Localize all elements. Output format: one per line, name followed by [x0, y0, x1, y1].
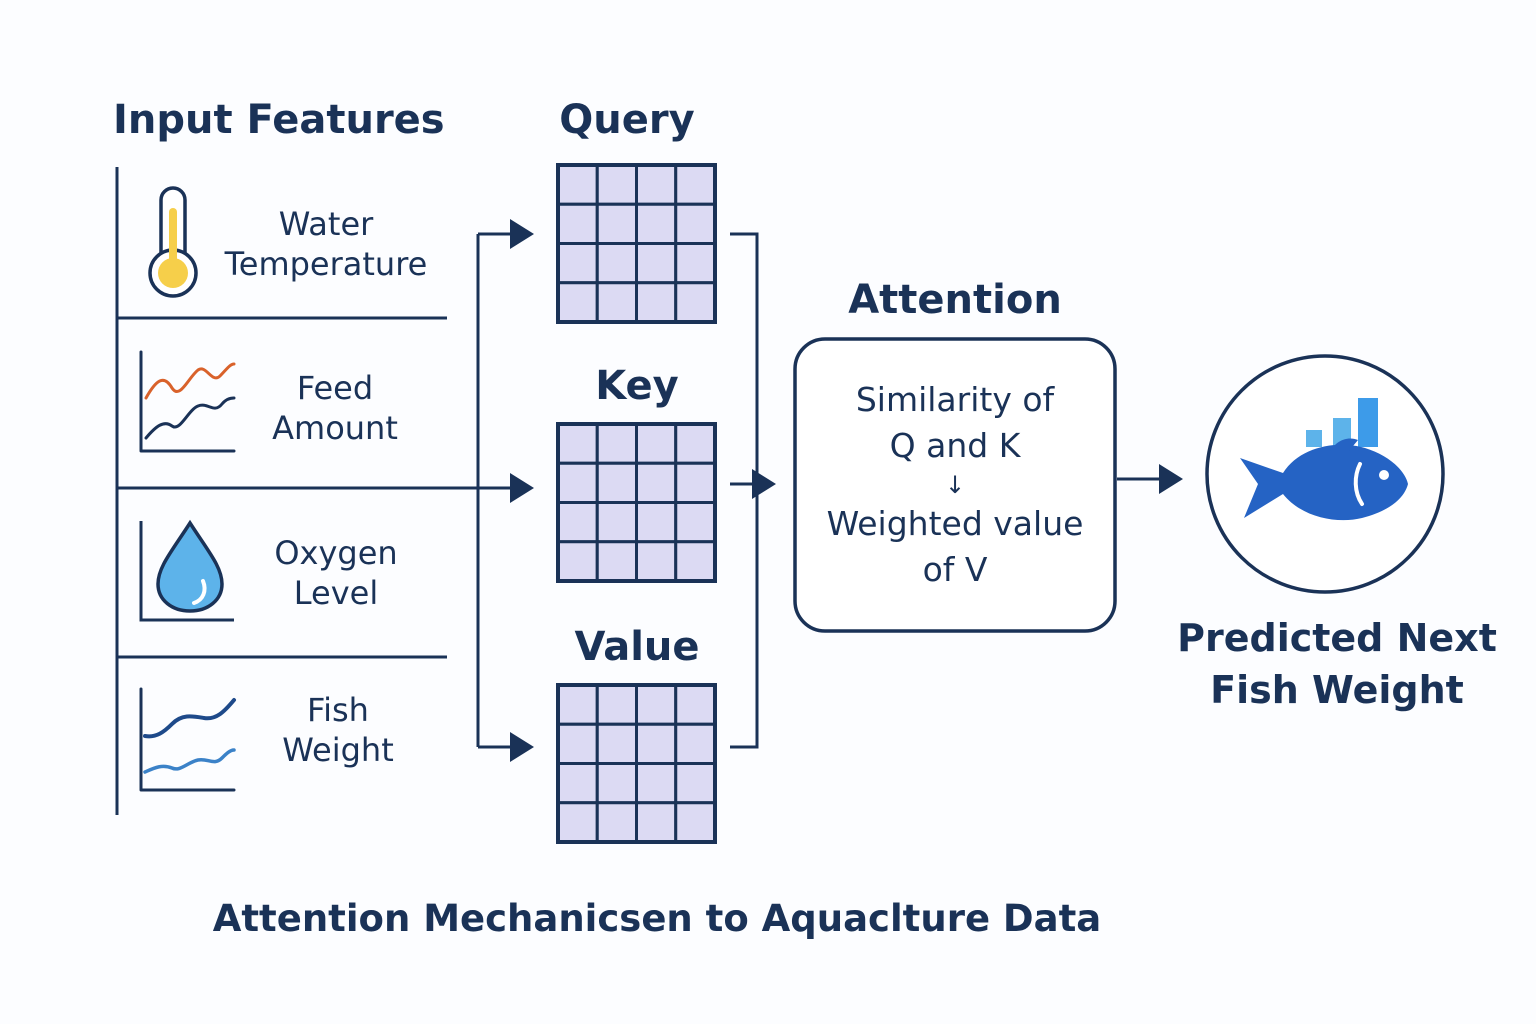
matrix-cell — [674, 801, 717, 844]
matrix-cell — [635, 163, 678, 206]
feature-label-line: Temperature — [224, 245, 428, 283]
merge-bracket — [730, 232, 759, 749]
matrix-cell — [556, 281, 599, 324]
line-chart-icon — [139, 350, 236, 453]
matrix-cell — [556, 501, 599, 544]
query-matrix — [556, 163, 717, 324]
matrix-cell — [635, 461, 678, 504]
matrix-cell — [635, 683, 678, 726]
matrix-cell — [674, 762, 717, 805]
matrix-cell — [556, 422, 599, 465]
fish-icon — [1240, 438, 1408, 521]
matrix-cell — [595, 163, 638, 206]
feature-label-line: Weight — [282, 731, 394, 769]
value-matrix — [556, 683, 717, 844]
matrix-cell — [635, 422, 678, 465]
input-features-heading: Input Features — [113, 97, 445, 143]
matrix-cell — [674, 461, 717, 504]
matrix-cell — [635, 801, 678, 844]
matrix-cell — [635, 762, 678, 805]
matrix-cell — [595, 540, 638, 583]
matrix-border — [556, 422, 717, 583]
feature-label-line: Water — [278, 205, 374, 243]
water-drop-icon — [139, 519, 234, 622]
matrix-cell — [595, 683, 638, 726]
diagram-title: Attention Mechanicsen to Aquaclture Data — [212, 897, 1102, 940]
feature-label-line: Oxygen — [274, 534, 398, 572]
feature-label-line: Feed — [296, 369, 374, 407]
matrix-cell — [595, 242, 638, 285]
attention-line: Weighted value — [826, 504, 1084, 543]
key-label: Key — [595, 363, 679, 409]
line-chart-icon — [139, 687, 236, 792]
matrix-cell — [635, 722, 678, 765]
attention-line: of V — [922, 550, 988, 589]
matrix-cell — [556, 163, 599, 206]
matrix-cell — [674, 540, 717, 583]
thermometer-icon — [148, 186, 198, 298]
key-matrix — [556, 422, 717, 583]
output-label: Predicted Next Fish Weight — [1157, 612, 1517, 716]
matrix-cell — [674, 281, 717, 324]
matrix-cell — [674, 722, 717, 765]
feature-label-fish-weight: Fish Weight — [208, 690, 468, 770]
output-line: Predicted Next — [1177, 616, 1497, 660]
matrix-cell — [674, 202, 717, 245]
down-arrow: ↓ — [944, 471, 966, 499]
value-label: Value — [574, 624, 700, 670]
matrix-cell — [556, 202, 599, 245]
feature-label-line: Fish — [307, 691, 369, 729]
matrix-cell — [595, 501, 638, 544]
query-label: Query — [559, 97, 695, 143]
matrix-cell — [595, 762, 638, 805]
feature-to-qkv-connectors — [117, 219, 534, 762]
attention-description: Similarity of Q and K ↓ Weighted value o… — [795, 377, 1115, 593]
matrix-cell — [595, 801, 638, 844]
matrix-cell — [556, 461, 599, 504]
attention-box — [793, 337, 1117, 633]
matrix-cell — [635, 202, 678, 245]
feature-panel — [115, 167, 447, 815]
matrix-cell — [556, 722, 599, 765]
output-line: Fish Weight — [1210, 668, 1464, 712]
matrix-cell — [595, 202, 638, 245]
feature-label-line: Level — [293, 574, 379, 612]
matrix-cell — [635, 540, 678, 583]
matrix-cell — [595, 281, 638, 324]
qkv-merge-bracket — [730, 232, 776, 749]
matrix-cell — [556, 242, 599, 285]
matrix-cell — [635, 242, 678, 285]
matrix-cell — [674, 501, 717, 544]
matrix-cell — [595, 422, 638, 465]
matrix-cell — [674, 422, 717, 465]
matrix-border — [556, 683, 717, 844]
feature-label-oxygen-level: Oxygen Level — [206, 533, 466, 613]
matrix-cell — [674, 163, 717, 206]
matrix-cell — [595, 461, 638, 504]
matrix-cell — [556, 540, 599, 583]
attention-heading: Attention — [848, 277, 1062, 323]
matrix-cell — [556, 683, 599, 726]
feature-label-line: Amount — [272, 409, 398, 447]
attention-line: Similarity of — [855, 380, 1055, 419]
feature-label-water-temperature: Water Temperature — [196, 204, 456, 284]
matrix-cell — [556, 801, 599, 844]
matrix-cell — [595, 722, 638, 765]
matrix-cell — [674, 683, 717, 726]
matrix-cell — [556, 762, 599, 805]
matrix-cell — [674, 242, 717, 285]
attention-line: Q and K — [889, 426, 1021, 465]
matrix-border — [556, 163, 717, 324]
matrix-cell — [635, 281, 678, 324]
matrix-cell — [635, 501, 678, 544]
feature-label-feed-amount: Feed Amount — [205, 368, 465, 448]
